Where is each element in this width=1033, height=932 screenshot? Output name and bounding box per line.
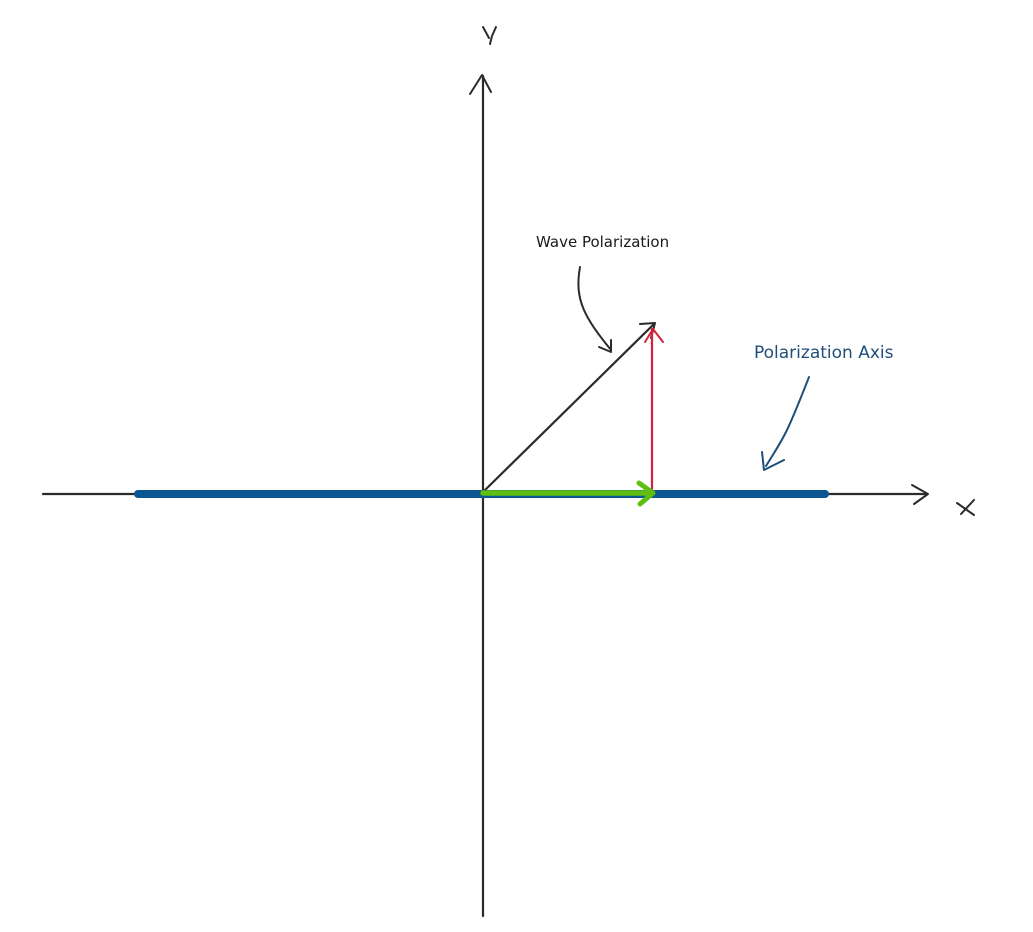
x-axis-letter: [956, 499, 975, 516]
y-axis-letter: [482, 26, 497, 45]
wave-polarization-label: Wave Polarization: [536, 233, 670, 251]
y-component-vector: [644, 327, 664, 494]
wave-polarization-pointer-arrow: [577, 266, 612, 353]
x-component-vector: [480, 480, 656, 507]
polarization-axis-label: Polarization Axis: [754, 343, 894, 363]
polarization-axis-pointer-arrow: [761, 376, 810, 471]
wave-polarization-vector: [481, 322, 656, 494]
